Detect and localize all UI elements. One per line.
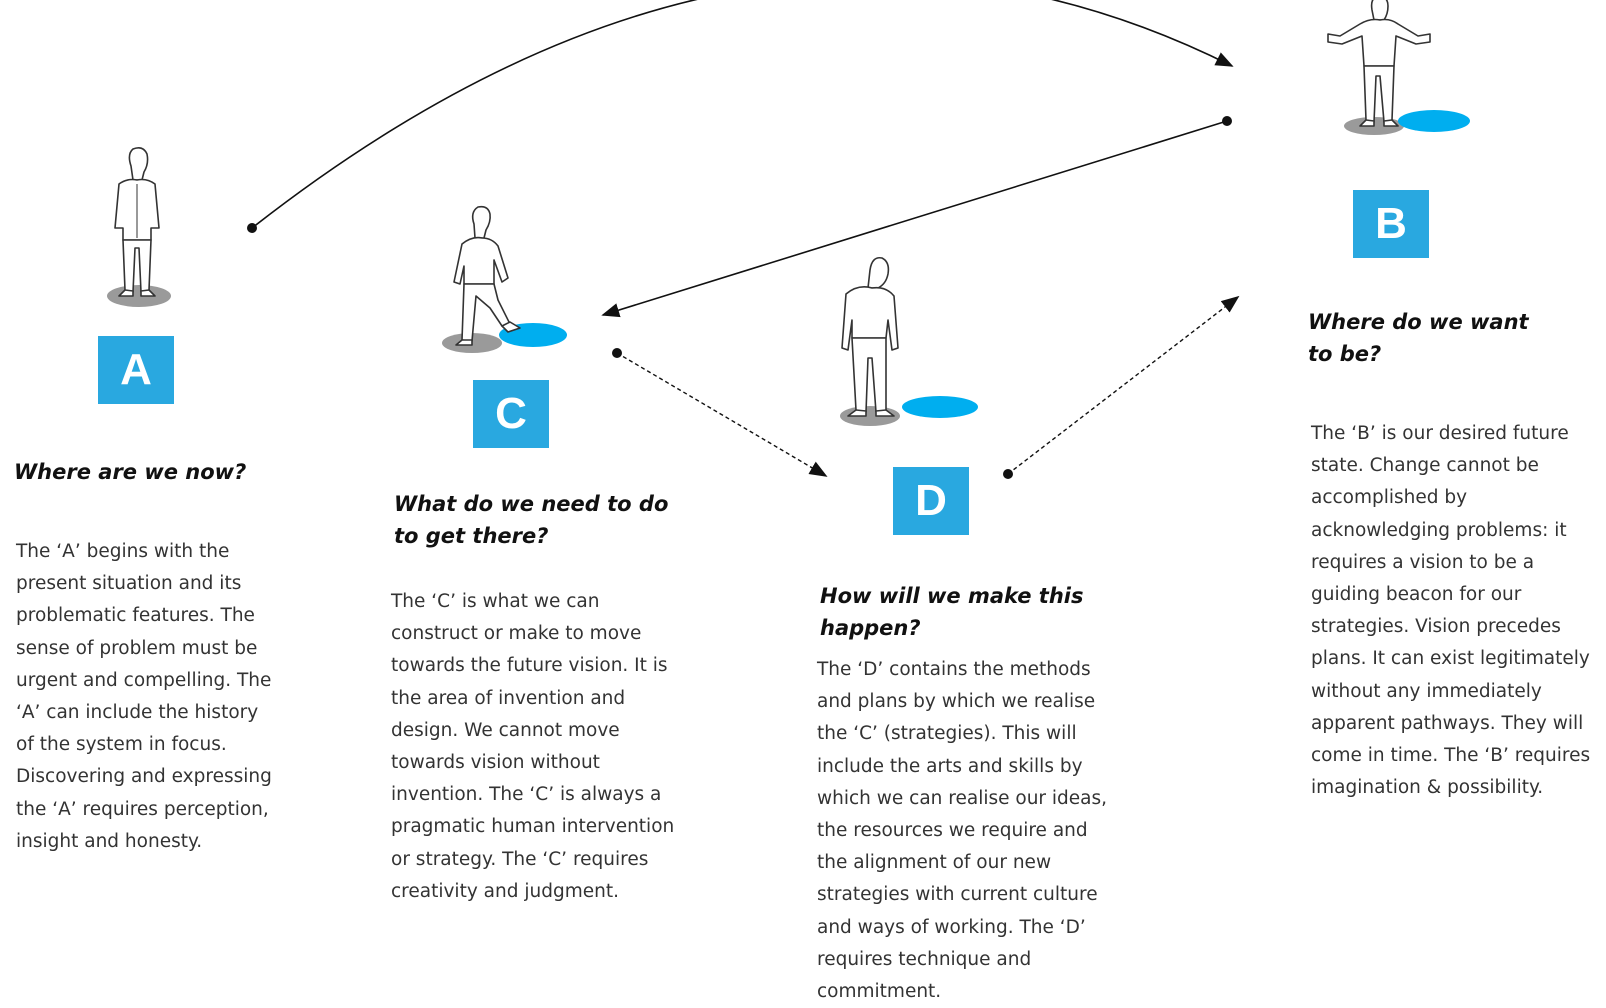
person-standing-icon — [107, 147, 171, 307]
description-a-line: The ‘A’ begins with the — [16, 541, 230, 562]
description-d-line: the ‘C’ (strategies). This will — [817, 723, 1077, 745]
description-a-line: urgent and compelling. The — [16, 669, 272, 691]
description-d-line: the alignment of our new — [817, 852, 1052, 874]
heading-b-line-2: to be? — [1308, 342, 1382, 366]
heading-a: Where are we now? — [14, 456, 246, 488]
arrow-c-to-d — [616, 352, 828, 477]
letter-box-b: B — [1353, 190, 1429, 258]
description-c-line: The ‘C’ is what we can — [391, 591, 600, 612]
arrow-b-to-c — [601, 120, 1228, 318]
description-b-line: acknowledging problems: it — [1311, 519, 1567, 541]
description-c-line: the area of invention and — [391, 687, 626, 709]
description-d-line: The ‘D’ contains the methods — [817, 659, 1091, 680]
heading-d-line-1: How will we make this — [820, 584, 1084, 608]
description-c-line: construct or make to move — [391, 623, 642, 645]
description-b-line: state. Change cannot be — [1311, 455, 1539, 477]
description-a-line: sense of problem must be — [16, 637, 258, 659]
description-a-line: Discovering and expressing — [16, 766, 272, 788]
description-b-line: without any immediately — [1311, 680, 1542, 702]
person-stepping-icon — [442, 205, 567, 353]
description-a-line: ‘A’ can include the history — [16, 702, 259, 724]
description-a-line: present situation and its — [16, 573, 242, 595]
heading-d-line-2: happen? — [820, 616, 921, 640]
description-d-line: and ways of working. The ‘D’ — [817, 916, 1086, 938]
arrow-d-to-b — [1007, 295, 1240, 475]
description-d-line: strategies with current culture — [817, 884, 1098, 906]
description-b-line: requires a vision to be a — [1311, 551, 1535, 573]
description-b-line: guiding beacon for our — [1311, 584, 1522, 606]
description-c-line: invention. The ‘C’ is always a — [391, 784, 662, 806]
arrow-b-to-c-start-dot — [1222, 116, 1232, 126]
heading-b: Where do we want to be? — [1308, 306, 1529, 370]
heading-c: What do we need to do to get there? — [394, 488, 668, 552]
description-d-line: which we can realise our ideas, — [817, 787, 1108, 809]
description-d-line: and plans by which we realise — [817, 691, 1096, 713]
description-d: The ‘D’ contains the methods and plans b… — [817, 654, 1107, 1008]
description-b-line: The ‘B’ is our desired future — [1311, 423, 1569, 444]
heading-c-line-2: to get there? — [394, 524, 549, 548]
arrow-a-to-b-start-dot — [247, 223, 257, 233]
description-b: The ‘B’ is our desired future state. Cha… — [1311, 418, 1590, 804]
heading-a-line: Where are we now? — [14, 460, 247, 484]
arrow-d-to-b-start-dot — [1003, 469, 1013, 479]
arrow-c-to-d-start-dot — [612, 348, 622, 358]
heading-d: How will we make this happen? — [820, 580, 1083, 644]
description-c-line: creativity and judgment. — [391, 880, 619, 902]
description-b-line: strategies. Vision precedes — [1311, 616, 1561, 638]
description-c-line: or strategy. The ‘C’ requires — [391, 848, 649, 870]
description-c-line: towards the future vision. It is — [391, 655, 668, 677]
heading-c-line-1: What do we need to do — [394, 492, 669, 516]
description-a-line: problematic features. The — [16, 605, 255, 627]
description-b-line: imagination & possibility. — [1311, 777, 1544, 799]
heading-b-line-1: Where do we want — [1308, 310, 1529, 334]
description-a-line: the ‘A’ requires perception, — [16, 798, 269, 820]
description-a-line: of the system in focus. — [16, 734, 227, 756]
letter-box-a: A — [98, 336, 174, 404]
description-a: The ‘A’ begins with the present situatio… — [16, 536, 272, 858]
person-shrugging-icon — [1327, 0, 1470, 135]
description-c: The ‘C’ is what we can construct or make… — [391, 586, 674, 908]
arrow-a-to-b — [251, 0, 1234, 229]
description-c-line: design. We cannot move — [391, 719, 620, 741]
letter-box-d: D — [893, 467, 969, 535]
description-b-line: plans. It can exist legitimately — [1311, 648, 1590, 670]
letter-box-c: C — [473, 380, 549, 448]
description-b-line: apparent pathways. They will — [1311, 712, 1584, 734]
description-b-line: come in time. The ‘B’ requires — [1311, 745, 1591, 767]
description-c-line: towards vision without — [391, 752, 600, 774]
description-d-line: requires technique and — [817, 948, 1032, 970]
description-d-line: the resources we require and — [817, 820, 1088, 842]
description-b-line: accomplished by — [1311, 487, 1468, 509]
person-looking-down-icon — [840, 256, 978, 426]
description-d-line: commitment. — [817, 981, 942, 1003]
description-c-line: pragmatic human intervention — [391, 816, 675, 838]
description-a-line: insight and honesty. — [16, 830, 203, 852]
description-d-line: include the arts and skills by — [817, 755, 1083, 777]
